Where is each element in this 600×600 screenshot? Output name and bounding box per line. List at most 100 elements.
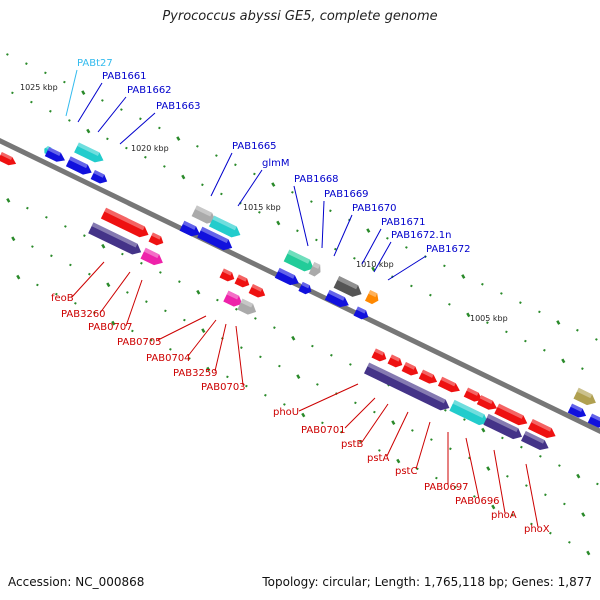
gene-arrow[interactable] — [308, 261, 324, 278]
gene-arrow[interactable] — [437, 376, 462, 396]
label-psta[interactable]: pstA — [367, 453, 389, 464]
leader-line — [415, 421, 431, 470]
gene-arrow-highlight — [104, 207, 145, 231]
tick-mark — [525, 484, 528, 487]
gene-arrow[interactable] — [364, 289, 381, 306]
gene-arrow[interactable] — [191, 205, 219, 226]
gene-arrow[interactable] — [353, 306, 371, 321]
gene-arrow-highlight — [576, 387, 593, 399]
gene-arrow[interactable] — [44, 147, 67, 165]
label-pabt27[interactable]: PABt27 — [77, 58, 113, 69]
gene-arrow[interactable] — [528, 418, 558, 441]
scale-label-1020: 1020 kbp — [131, 144, 169, 153]
gene-arrow[interactable] — [237, 298, 258, 318]
gene-arrow[interactable] — [573, 387, 598, 408]
gene-arrow[interactable] — [148, 232, 166, 247]
label-phoa[interactable]: phoA — [491, 510, 517, 521]
tick-mark — [36, 283, 39, 287]
gene-arrow[interactable] — [248, 284, 268, 300]
tick-mark — [430, 438, 433, 441]
gene-arrow[interactable] — [483, 413, 524, 442]
gene-arrow[interactable] — [494, 403, 529, 429]
tick-mark — [196, 144, 199, 148]
gene-arrow[interactable] — [521, 430, 551, 453]
gene-arrow[interactable] — [363, 362, 452, 414]
gene-arrow-highlight — [44, 145, 50, 150]
label-leader-lines — [65, 69, 539, 528]
label-pab0707[interactable]: PAB0707 — [88, 322, 133, 333]
label-pstb[interactable]: pstB — [341, 439, 363, 450]
gene-arrow-highlight — [374, 348, 385, 356]
label-pab0704[interactable]: PAB0704 — [146, 353, 191, 364]
label-pab3259[interactable]: PAB3259 — [173, 368, 218, 379]
gene-arrow[interactable] — [283, 249, 317, 275]
label-pab1669[interactable]: PAB1669 — [324, 189, 369, 200]
tick-mark — [273, 326, 276, 329]
gene-arrow[interactable] — [90, 170, 110, 186]
gene-arrow[interactable] — [418, 369, 440, 387]
tick-mark — [595, 338, 598, 341]
label-pab0705[interactable]: PAB0705 — [117, 337, 162, 348]
gene-arrow[interactable] — [100, 207, 151, 241]
tick-mark — [524, 339, 527, 343]
label-pab0701[interactable]: PAB0701 — [301, 425, 346, 436]
tick-mark — [271, 182, 276, 187]
label-pab1671[interactable]: PAB1671 — [381, 217, 426, 228]
label-pab1661[interactable]: PAB1661 — [102, 71, 147, 82]
gene-arrow[interactable] — [567, 403, 589, 421]
bottom-gene-labels: feoB PAB3260 PAB0707 PAB0705 PAB0704 PAB… — [51, 293, 550, 535]
gene-arrow-highlight — [237, 274, 248, 282]
label-feob[interactable]: feoB — [51, 293, 74, 304]
tick-mark — [596, 482, 599, 486]
gene-arrow[interactable] — [333, 276, 365, 300]
tick-mark — [55, 292, 58, 296]
label-pab1663[interactable]: PAB1663 — [156, 101, 201, 112]
gene-arrow[interactable] — [208, 215, 243, 241]
label-pab1662[interactable]: PAB1662 — [127, 85, 172, 96]
label-pstc[interactable]: pstC — [395, 466, 417, 477]
leader-line — [361, 403, 389, 443]
gene-arrow[interactable] — [179, 220, 203, 240]
tick-mark — [530, 522, 533, 526]
gene-arrow[interactable] — [219, 268, 237, 283]
label-pab1668[interactable]: PAB1668 — [294, 174, 339, 185]
label-glmm[interactable]: glmM — [262, 158, 290, 169]
gene-arrow[interactable] — [88, 222, 144, 257]
gene-arrow[interactable] — [387, 354, 405, 369]
tick-marks — [6, 53, 599, 556]
gene-arrow[interactable] — [371, 348, 389, 363]
gene-arrow[interactable] — [476, 395, 499, 413]
tick-mark — [216, 298, 219, 302]
gene-arrow[interactable] — [65, 156, 94, 177]
label-pab1670[interactable]: PAB1670 — [352, 203, 397, 214]
tick-mark — [558, 464, 561, 467]
gene-arrow[interactable] — [401, 362, 421, 378]
gene-arrow[interactable] — [274, 267, 301, 288]
label-pab3260[interactable]: PAB3260 — [61, 309, 106, 320]
label-pab1665[interactable]: PAB1665 — [232, 141, 277, 152]
gene-arrow[interactable] — [74, 142, 106, 166]
leader-line — [493, 449, 506, 514]
tick-mark — [264, 393, 267, 397]
label-pab0696[interactable]: PAB0696 — [455, 496, 500, 507]
gene-arrow[interactable] — [223, 290, 244, 310]
tick-mark — [139, 117, 142, 121]
tick-mark — [88, 272, 91, 276]
gene-arrow[interactable] — [449, 399, 490, 428]
label-pab0703[interactable]: PAB0703 — [201, 382, 246, 393]
label-phox[interactable]: phoX — [524, 524, 550, 535]
label-pab1672[interactable]: PAB1672 — [426, 244, 471, 255]
gene-arrow[interactable] — [463, 387, 485, 405]
gene-arrow[interactable] — [197, 226, 235, 253]
gene-arrow[interactable] — [140, 247, 165, 268]
gene-arrow[interactable] — [0, 152, 18, 168]
gene-arrow[interactable] — [234, 274, 252, 289]
label-pab0697[interactable]: PAB0697 — [424, 482, 469, 493]
label-pab1672-1n[interactable]: PAB1672.1n — [391, 230, 451, 241]
label-phou[interactable]: phoU — [273, 407, 299, 418]
gene-arrow[interactable] — [324, 289, 351, 310]
tick-mark — [11, 91, 14, 95]
gene-arrow[interactable] — [298, 281, 313, 296]
tick-mark — [354, 401, 357, 405]
gene-arrow-body — [476, 395, 498, 410]
